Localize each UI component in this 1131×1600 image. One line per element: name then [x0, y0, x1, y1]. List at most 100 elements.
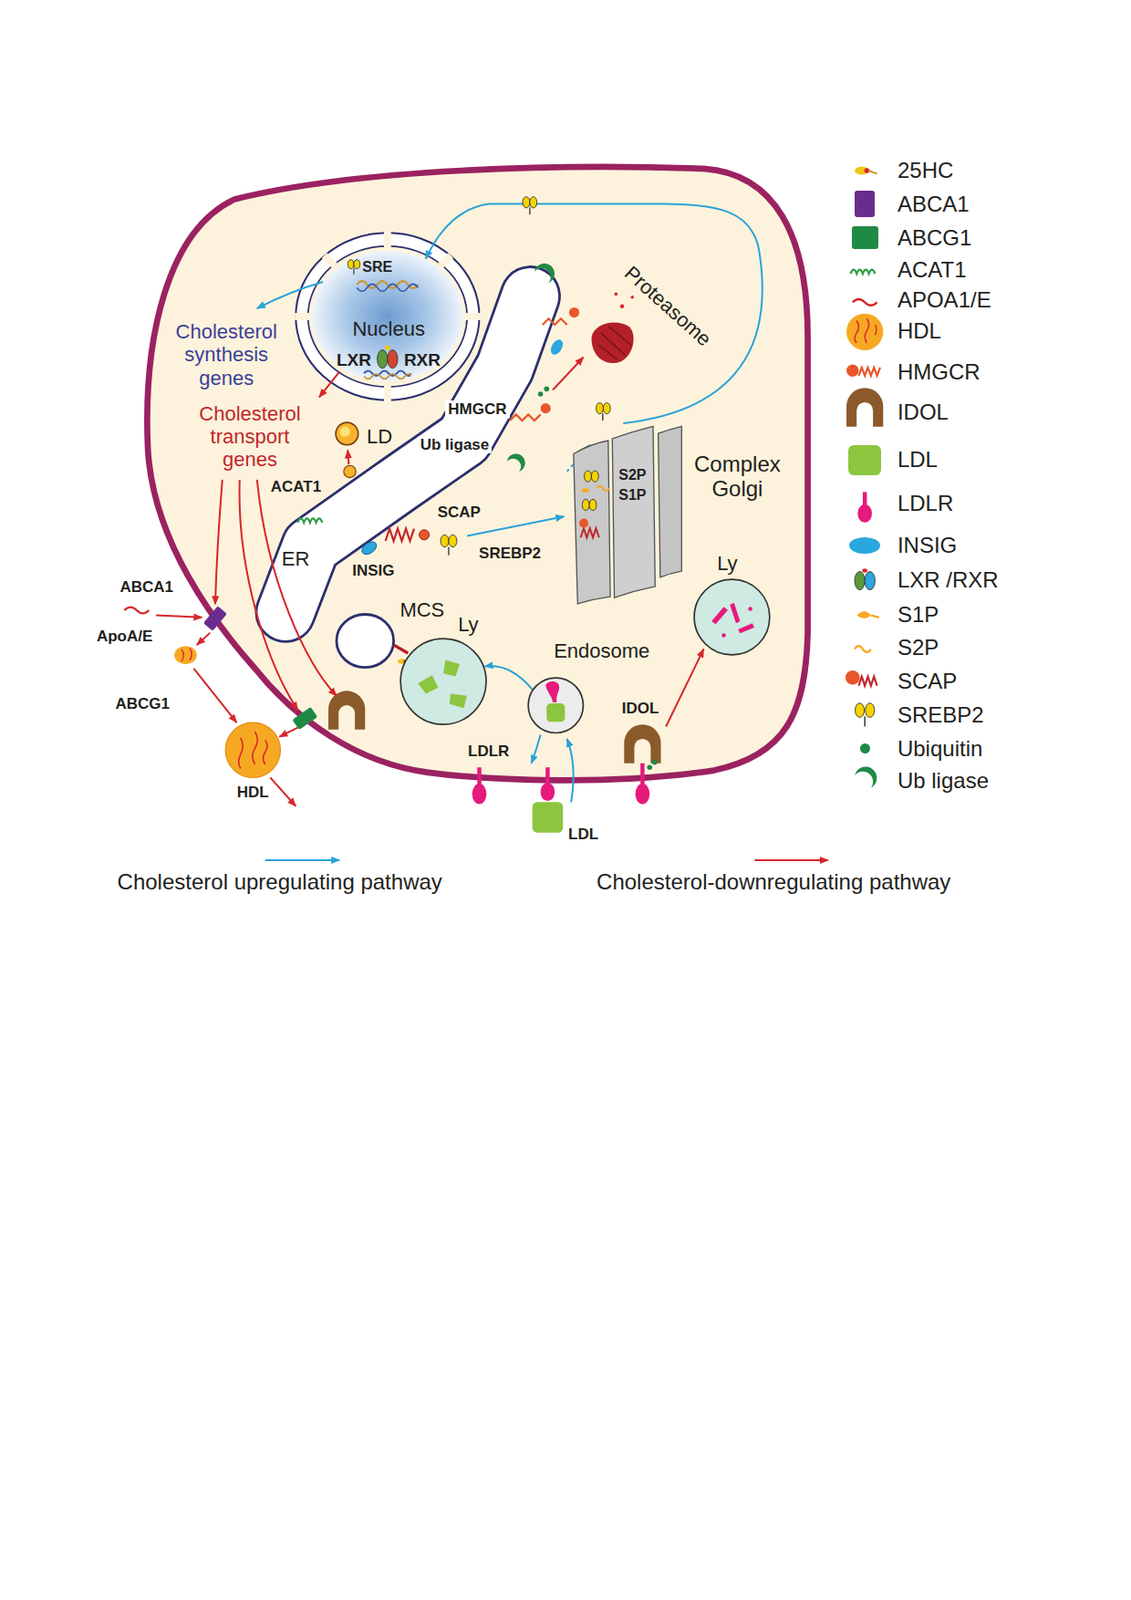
golgi-complex-label: Complex Golgi	[685, 451, 789, 502]
nuclear-envelope	[294, 230, 482, 403]
endosome-shape	[527, 676, 585, 735]
lipid-droplet-shape	[334, 421, 360, 447]
legend-text-holder: IDOL	[897, 399, 949, 426]
part-label: LXR	[336, 350, 372, 371]
part-label: ABCA1	[120, 578, 175, 597]
legend-text: Ub ligase	[897, 767, 989, 794]
legend-swatch	[849, 537, 881, 554]
cell-membrane	[146, 166, 808, 780]
hdl-particle-shape	[224, 721, 282, 779]
legend-text: Ubiquitin	[897, 736, 983, 762]
legend-text: LDLR	[897, 490, 954, 517]
legend-text: ABCG1	[897, 225, 972, 251]
legend-text: SREBP2	[897, 702, 985, 728]
part-label-holder: SREBP2	[478, 544, 541, 563]
lysosome-shape	[693, 578, 771, 656]
legend-icons	[845, 166, 883, 789]
legend-text: ABCA1	[897, 191, 970, 218]
part-label-holder: SCAP	[437, 503, 481, 522]
proteasome-label: Proteasome	[620, 260, 716, 351]
legend-text-holder: HMGCR	[897, 359, 981, 385]
er-lumen: ER	[277, 544, 315, 573]
legend-text: HDL	[897, 318, 942, 344]
legend-text-holder: Cholesterol upregulating pathway	[117, 869, 443, 895]
legend-text-holder: ACAT1	[897, 257, 967, 283]
legend-text-holder: S2P	[897, 634, 939, 661]
part-label: LDLR	[467, 742, 509, 761]
lysosome-label-holder: Ly	[716, 551, 737, 575]
lysosome-label-holder: Ly	[457, 612, 478, 636]
legend-text: LDL	[897, 446, 938, 473]
hdl-particle-label-holder: HDL	[237, 783, 270, 802]
legend-text: IDOL	[897, 399, 949, 426]
legend-text-holder: LDL	[897, 446, 938, 473]
part-label-holder: LDL	[568, 825, 599, 844]
part-label: Cholesterol transport genes	[186, 402, 314, 472]
pathway-arrows	[155, 281, 829, 861]
lipid-droplet: LD	[334, 421, 360, 447]
part-label: Ub ligase	[417, 435, 493, 455]
legend-text-holder: INSIG	[897, 532, 957, 559]
hdl-particle-label: HDL	[237, 783, 270, 802]
part-label: SREBP2	[478, 544, 541, 563]
part-label: ACAT1	[270, 477, 322, 497]
part-label-holder: ApoA/E	[96, 627, 153, 646]
legend-text: HMGCR	[897, 359, 981, 385]
part-label-holder: SRE	[362, 259, 393, 276]
part-label: INSIG	[352, 561, 395, 581]
part-label: SRE	[362, 259, 393, 276]
proteasome: Proteasome	[586, 316, 638, 368]
part-label: S2P	[618, 466, 646, 484]
legend-text: S2P	[897, 634, 939, 661]
part-label: LDL	[568, 825, 599, 844]
lipid-droplet-label: LD	[366, 425, 393, 448]
legend-text: S1P	[897, 601, 939, 628]
legend-text: 25HC	[897, 157, 954, 184]
legend-swatch	[848, 445, 882, 477]
lysosome-label: Ly	[716, 551, 737, 575]
legend-text-holder: LDLR	[897, 490, 954, 517]
nucleus-label-holder: Nucleus	[352, 317, 425, 341]
legend-text: ACAT1	[897, 257, 967, 283]
legend-swatch	[860, 743, 871, 754]
legend-text: Cholesterol-downregulating pathway	[596, 869, 951, 895]
legend-text-holder: LXR /RXR	[897, 567, 999, 593]
legend-text-holder: ABCA1	[897, 191, 970, 218]
part-label-holder: Cholesterol transport genes	[186, 402, 314, 472]
legend-text-holder: SREBP2	[897, 702, 985, 728]
er-lumen-label: ER	[281, 547, 311, 571]
part-label-holder: HMGCR	[445, 400, 509, 419]
part-label: MCS	[399, 598, 445, 622]
part-label-holder: S1P	[618, 487, 646, 504]
endosome-label-holder: Endosome	[553, 639, 650, 663]
legend-text-holder: ABCG1	[897, 225, 972, 251]
legend-text: LXR /RXR	[897, 567, 999, 593]
legend-text-holder: Cholesterol-downregulating pathway	[596, 869, 951, 895]
endosome: Endosome	[527, 676, 585, 735]
part-label-holder: INSIG	[352, 561, 395, 581]
nucleus-label: Nucleus	[352, 317, 425, 341]
legend-swatch	[854, 190, 875, 218]
legend-text: INSIG	[897, 532, 957, 559]
part-label-holder: Cholesterol synthesis genes	[162, 320, 291, 390]
legend-swatch	[851, 226, 879, 250]
endoplasmic-reticulum	[285, 296, 530, 668]
part-label-holder: LDLR	[467, 742, 509, 761]
part-label-holder: ABCA1	[120, 578, 175, 597]
pathway-arrow	[485, 665, 533, 690]
part-label: HMGCR	[445, 400, 509, 419]
lysosome-label: Ly	[457, 612, 478, 636]
legend-text: APOA1/E	[897, 287, 992, 313]
part-label: ApoA/E	[96, 627, 153, 646]
part-label-holder: MCS	[399, 598, 445, 622]
part-label-holder: ABCG1	[115, 695, 171, 714]
part-label: S1P	[618, 487, 646, 504]
endosome-label: Endosome	[553, 639, 650, 663]
legend-text-holder: HDL	[897, 318, 942, 344]
part-label-holder: LXR	[336, 350, 372, 371]
part-label: IDOL	[622, 699, 660, 718]
lysosome: Ly	[693, 578, 771, 656]
legend-text-holder: APOA1/E	[897, 287, 992, 313]
legend-text-holder: Ubiquitin	[897, 736, 983, 762]
